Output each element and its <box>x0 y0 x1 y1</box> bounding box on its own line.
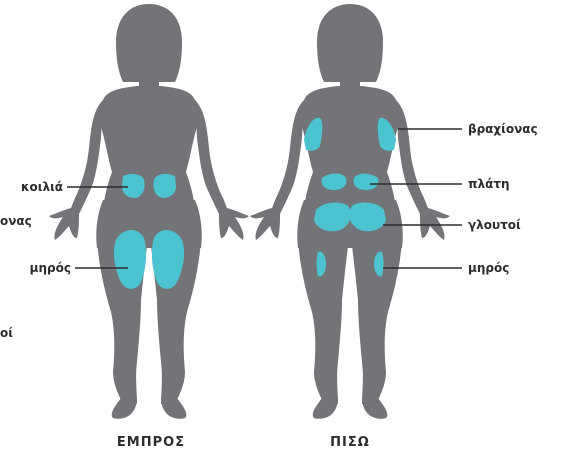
back-upper-arm-label: βραχίονας <box>468 122 538 136</box>
back-buttocks-label: γλουτοί <box>468 218 521 232</box>
back-upper-back-right-site <box>354 174 379 191</box>
front-caption: ΕΜΠΡΟΣ <box>117 435 185 450</box>
back-upper-back-label: πλάτη <box>468 177 510 191</box>
front-body-figure <box>49 4 249 419</box>
front-thigh-label: μηρός <box>30 261 71 275</box>
back-upper-back-left-site <box>322 174 347 191</box>
front-abdomen-label: κοιλιά <box>21 180 63 194</box>
front-abdomen-left-site <box>122 174 145 198</box>
left-cut-label-2: οί <box>0 326 13 340</box>
back-caption: ΠΙΣΩ <box>330 435 370 450</box>
back-thigh-label: μηρός <box>468 261 509 275</box>
front-abdomen-right-site <box>153 174 176 198</box>
left-cut-label-1: ονας <box>0 214 32 228</box>
